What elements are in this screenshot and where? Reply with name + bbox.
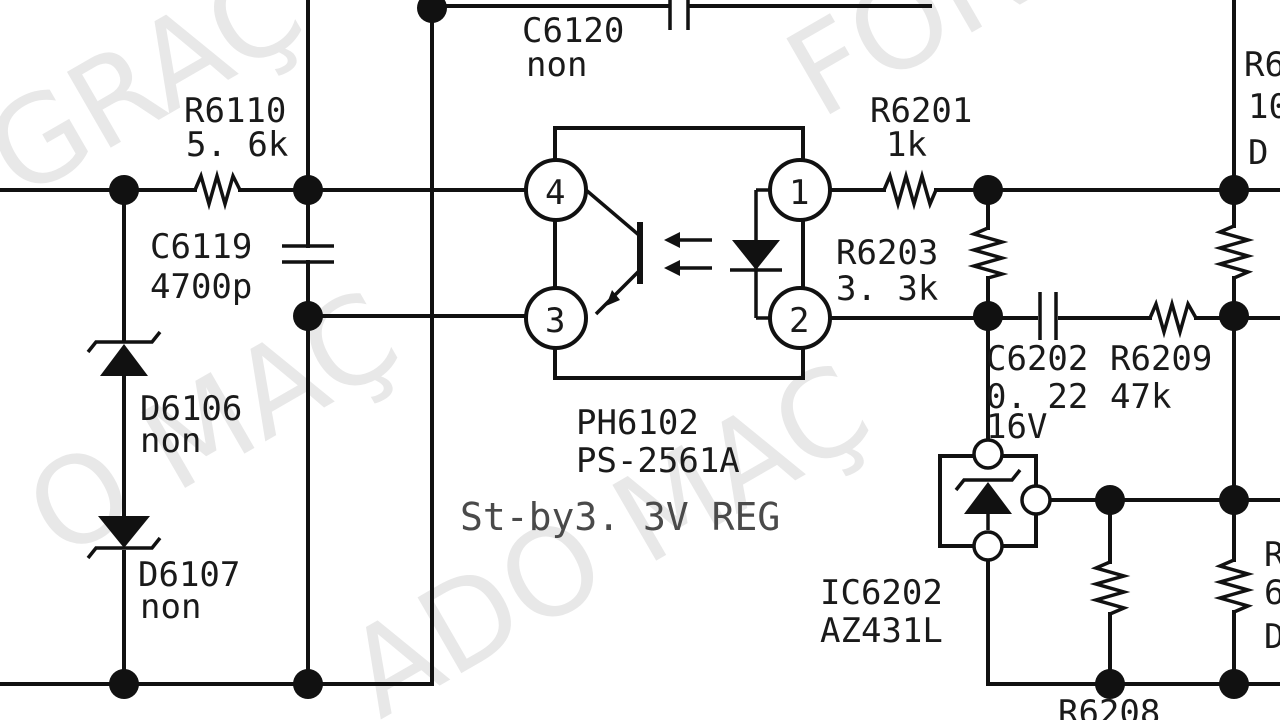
wires-left xyxy=(0,0,932,686)
ph6102-value: PS-2561A xyxy=(576,441,740,481)
d6107-value: non xyxy=(140,587,201,627)
resistor-r6209 xyxy=(1148,297,1198,339)
capacitor-c6202 xyxy=(1038,292,1058,340)
r6110-value: 5. 6k xyxy=(186,125,288,165)
d6106-value: non xyxy=(140,421,201,461)
resistor-r6110 xyxy=(193,169,242,211)
c6119-value: 4700p xyxy=(150,267,252,307)
c6119-ref: C6119 xyxy=(150,227,252,267)
r6203-value: 3. 3k xyxy=(836,269,938,309)
c6202-voltage: 16V xyxy=(986,407,1047,447)
right-clipped-label-2: 10 xyxy=(1248,87,1280,127)
pin-3-label: 3 xyxy=(545,301,565,341)
c6120-ref: C6120 xyxy=(522,11,624,51)
section-title: St-by3. 3V REG xyxy=(460,495,780,539)
shunt-regulator-ic6202 xyxy=(938,438,1052,562)
ph6102-ref: PH6102 xyxy=(576,403,699,443)
c6202-ref: C6202 xyxy=(986,339,1088,379)
resistor-r6208 xyxy=(1089,560,1131,616)
junctions-right xyxy=(973,175,1249,699)
pin-1-label: 1 xyxy=(789,173,809,213)
right-clipped-label-5: 6 xyxy=(1264,573,1280,613)
d6106-ref: D6106 xyxy=(140,389,242,429)
right-clipped-label-3: D xyxy=(1248,133,1268,173)
junctions-left xyxy=(109,0,447,699)
r6110-ref: R6110 xyxy=(184,91,286,131)
ic6202-value: AZ431L xyxy=(820,611,943,651)
r6203-ref: R6203 xyxy=(836,233,938,273)
pin-4-label: 4 xyxy=(545,173,565,213)
d6107-ref: D6107 xyxy=(138,555,240,595)
zener-d6107 xyxy=(86,516,162,560)
zener-d6106 xyxy=(86,330,162,376)
resistor-right-lower xyxy=(1213,558,1255,614)
r6209-ref: R6209 xyxy=(1110,339,1212,379)
ic6202-ref: IC6202 xyxy=(820,573,943,613)
right-clipped-label-1: R6 xyxy=(1244,45,1280,85)
right-clipped-label-4: R xyxy=(1264,535,1280,575)
capacitor-c6120 xyxy=(668,0,690,30)
resistor-r6203 xyxy=(967,226,1009,280)
pin-2-label: 2 xyxy=(789,301,809,341)
resistor-right-upper xyxy=(1213,224,1255,280)
c6120-value: non xyxy=(526,45,587,85)
r6201-ref: R6201 xyxy=(870,91,972,131)
r6209-value: 47k xyxy=(1110,377,1171,417)
capacitor-c6119 xyxy=(282,244,334,264)
optocoupler-ph6102 xyxy=(524,126,832,380)
c6202-value: 0. 22 xyxy=(986,377,1088,417)
resistor-r6201 xyxy=(882,169,938,211)
r6201-value: 1k xyxy=(886,125,927,165)
right-clipped-label-6: D xyxy=(1264,617,1280,657)
